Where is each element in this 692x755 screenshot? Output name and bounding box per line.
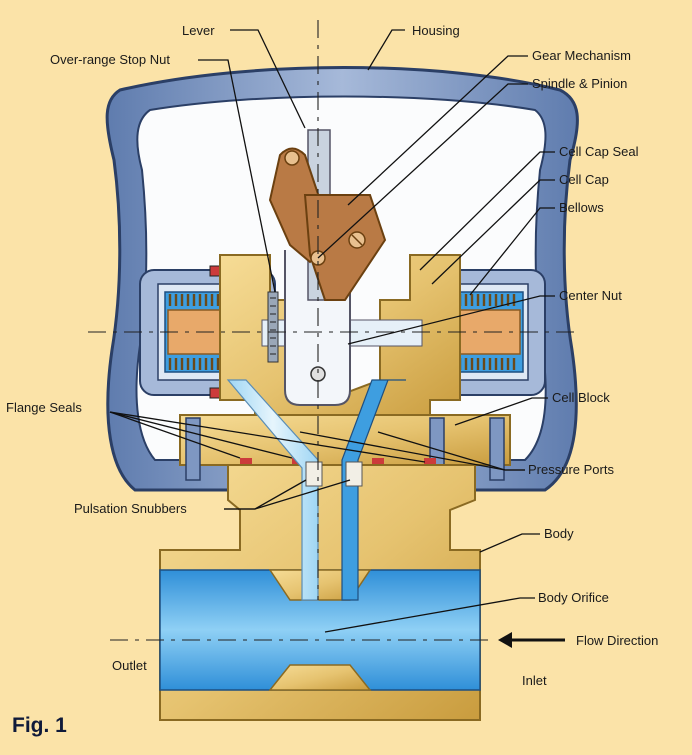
label-flow-direction: Flow Direction: [576, 633, 658, 648]
pressure-passages: [226, 379, 406, 601]
label-body: Body: [544, 526, 574, 541]
flow-arrow: [498, 632, 565, 648]
label-bellows: Bellows: [559, 200, 604, 215]
label-outlet: Outlet: [112, 658, 147, 673]
figure-caption: Fig. 1: [12, 714, 67, 737]
label-over-range-stop-nut: Over-range Stop Nut: [50, 52, 170, 67]
body: [159, 464, 481, 721]
label-cell-cap-seal: Cell Cap Seal: [559, 144, 639, 159]
center-lines: [88, 20, 580, 641]
label-cell-cap: Cell Cap: [559, 172, 609, 187]
label-center-nut: Center Nut: [559, 288, 622, 303]
label-flange-seals: Flange Seals: [6, 400, 82, 415]
label-lever: Lever: [182, 23, 215, 38]
label-body-orifice: Body Orifice: [538, 590, 609, 605]
label-cell-block: Cell Block: [552, 390, 610, 405]
leader-lines: [109, 29, 555, 633]
label-inlet: Inlet: [522, 673, 547, 688]
label-pressure-ports: Pressure Ports: [528, 462, 614, 477]
label-spindle-pinion: Spindle & Pinion: [532, 76, 627, 91]
label-gear-mechanism: Gear Mechanism: [532, 48, 631, 63]
label-housing: Housing: [412, 23, 460, 38]
lever-mechanism: [268, 129, 387, 301]
label-pulsation-snubbers: Pulsation Snubbers: [74, 501, 187, 516]
